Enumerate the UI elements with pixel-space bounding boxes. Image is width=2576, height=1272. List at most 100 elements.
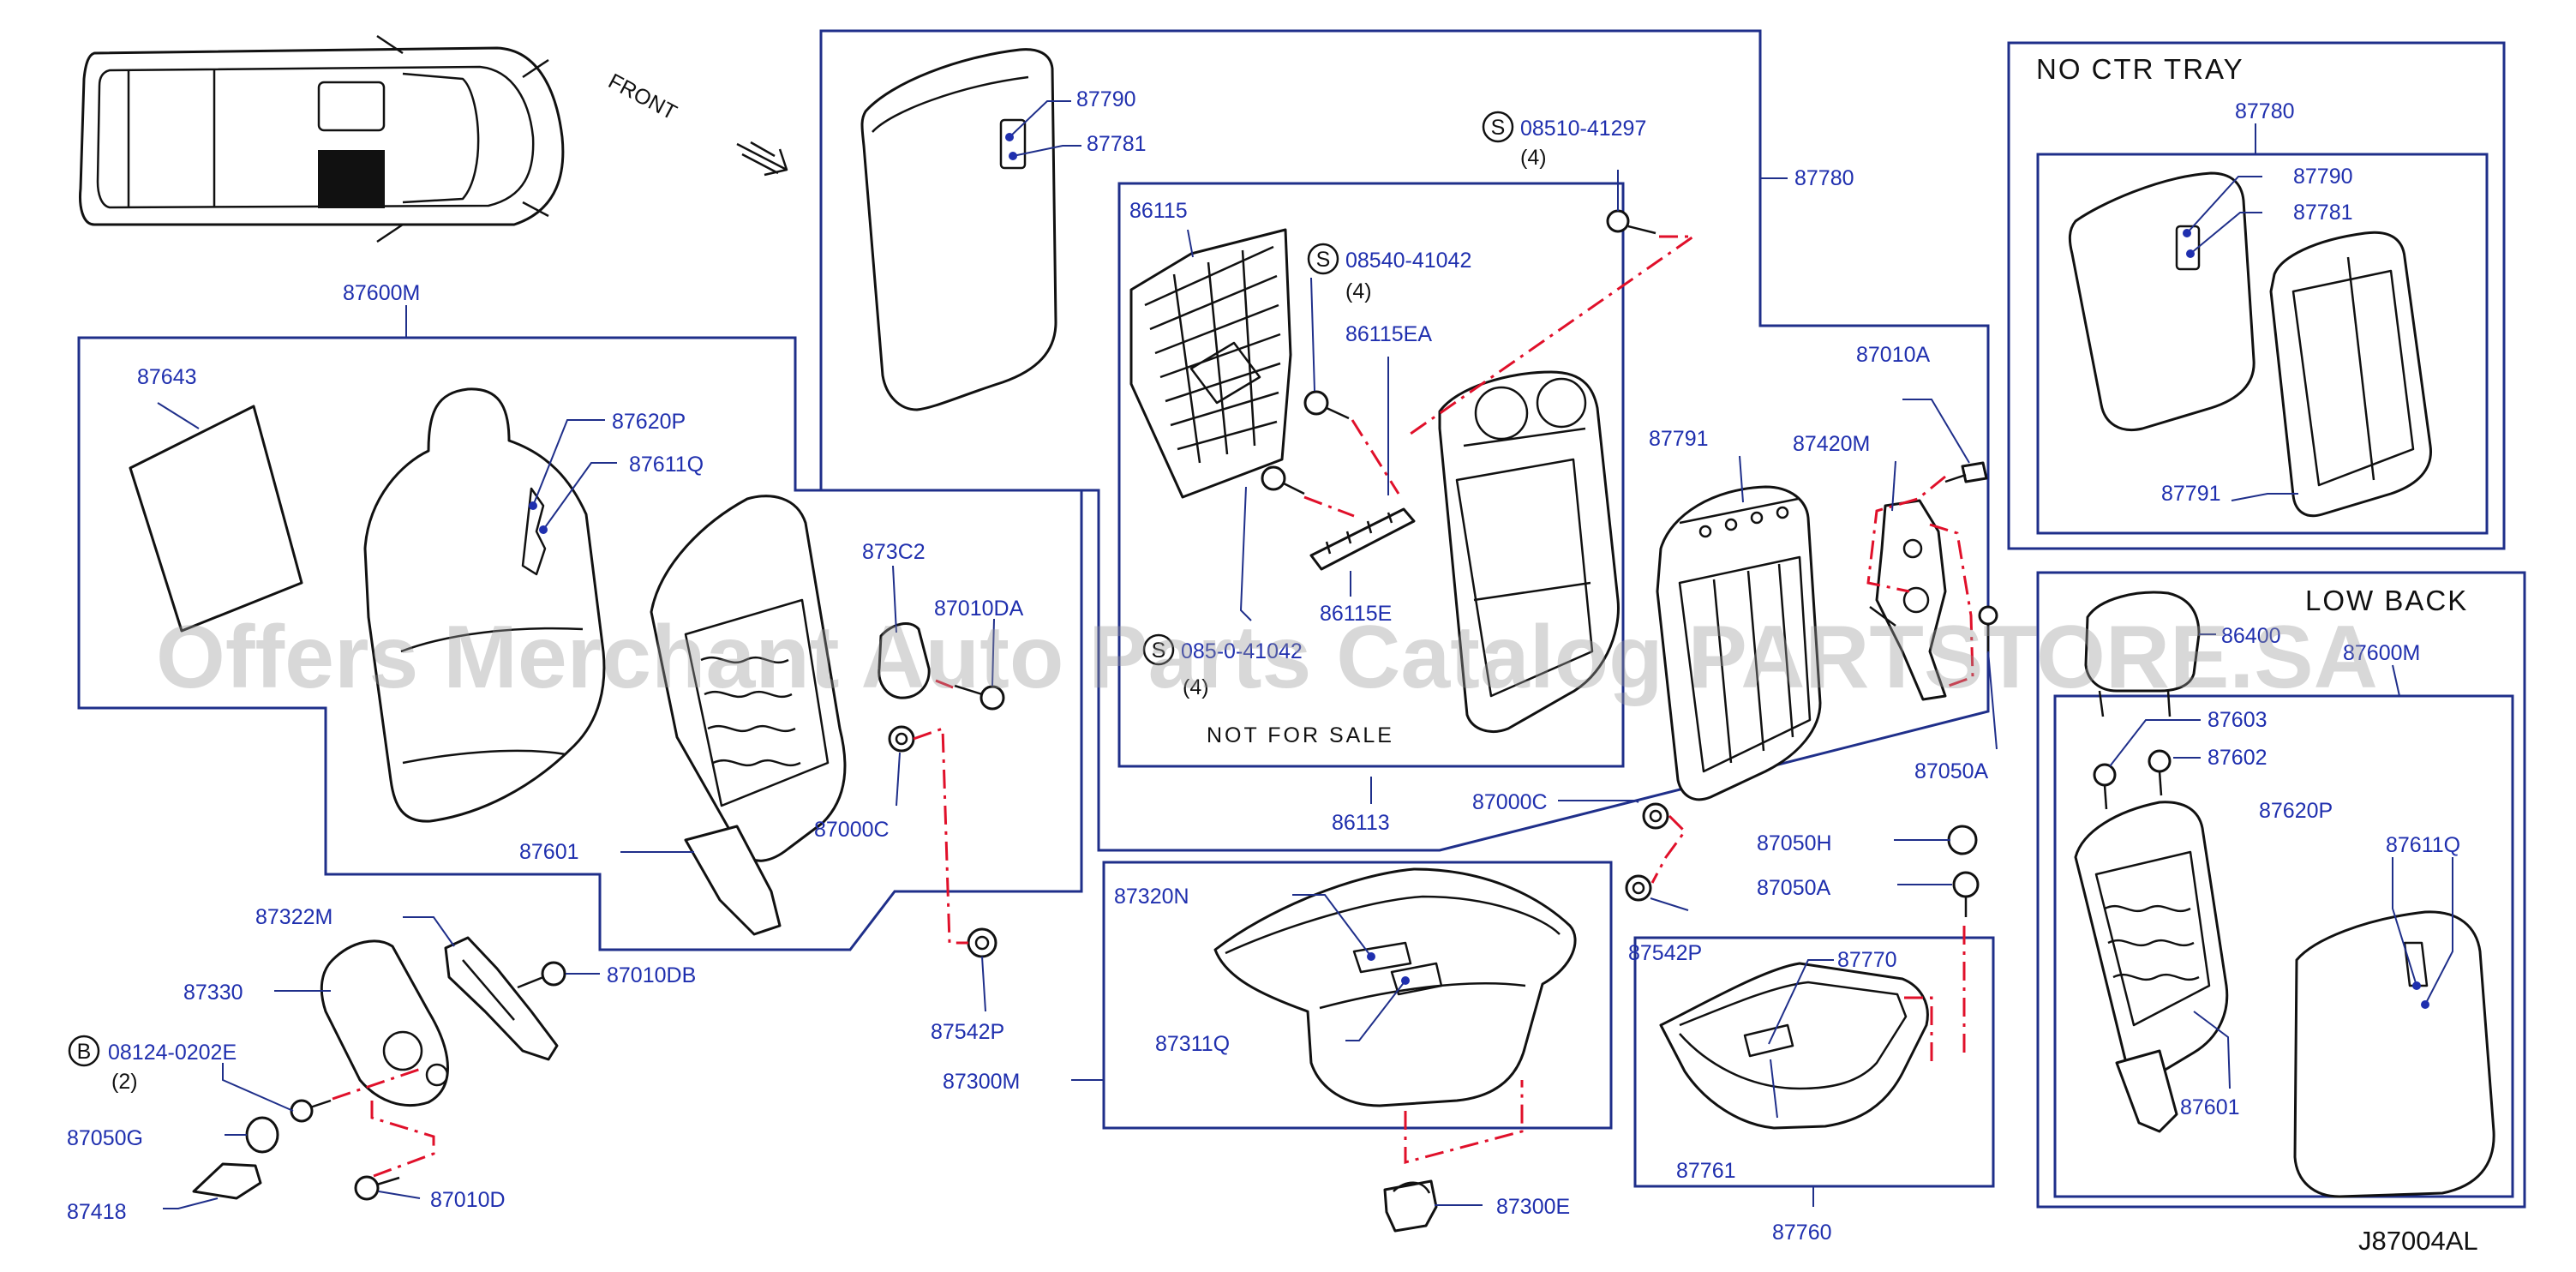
screw-08510-part (1606, 209, 1656, 235)
b-symbol-08124: B (68, 1035, 100, 1067)
cover-87418-part (192, 1162, 262, 1200)
box-87780b-outline (2036, 153, 2489, 535)
cover-87330-part (320, 939, 449, 1107)
red-line-87000c1 (913, 726, 968, 945)
label-08540-qty: (4) (1345, 279, 1372, 303)
red-line-87420m (1866, 475, 1974, 687)
label-87600m: 87600M (343, 281, 420, 305)
cap-87050g-part (245, 1116, 279, 1154)
seatback-pad-87790-part (860, 48, 1057, 411)
part-labels: 87790 87781 87780 08510-41297 (4) 86115 … (67, 87, 2460, 1245)
lever-87322m-part (444, 936, 559, 1061)
label-87780a: 87780 (1794, 166, 1854, 190)
box-87600m-outline (77, 336, 1083, 951)
label-87010d: 87010D (430, 1188, 506, 1212)
label-87420m: 87420M (1793, 432, 1870, 456)
box-86113-outline (1117, 182, 1625, 768)
screw-08540-part (1303, 390, 1350, 420)
label-86115e: 86115E (1320, 602, 1392, 626)
back-frame-87791-part (1656, 485, 1822, 801)
front-arrow-icon (736, 141, 788, 177)
box-no-ctr-tray-outline (2007, 41, 2506, 550)
hinge-87420m-part (1869, 499, 1947, 701)
guide-87603-part (2093, 763, 2117, 810)
bolt-87050a1-part (1978, 605, 1998, 653)
nut-87000c1-part (888, 725, 915, 753)
seatback-pad-87790b-part (2068, 171, 2255, 431)
bolt-87010d-part (354, 1175, 400, 1201)
bracket-87300e-part (1383, 1179, 1438, 1233)
label-87311q: 87311Q (1155, 1032, 1230, 1056)
label-87330: 87330 (183, 981, 243, 1005)
label-87620pb: 87620P (2259, 799, 2333, 823)
bolt-87010a-part (1944, 461, 1988, 483)
diagram-reference-code: J87004AL (2358, 1226, 2478, 1256)
seat-cushion-87300m-part (1213, 867, 1577, 1107)
label-873c2: 873C2 (862, 540, 926, 564)
label-86115: 86115 (1129, 199, 1188, 223)
label-87770: 87770 (1837, 948, 1897, 972)
label-08540: 08540-41042 (1345, 249, 1471, 273)
label-0854b-qty: (4) (1183, 675, 1209, 699)
bolt-87050h-part (1947, 825, 1980, 917)
label-87600m2: 87600M (2343, 641, 2420, 665)
label-87300m: 87300M (943, 1070, 1020, 1094)
frame-87601a-part (650, 495, 847, 936)
label-87790b: 87790 (2293, 165, 2353, 189)
washer-87542p2-part (1625, 874, 1652, 902)
guide-87602-part (2148, 749, 2172, 796)
red-line-08510 (1410, 235, 1698, 435)
label-08510: 08510-41297 (1520, 117, 1646, 141)
label-87010da: 87010DA (934, 597, 1024, 621)
s-symbol-08510: S (1482, 111, 1514, 143)
label-87050a2: 87050A (1757, 876, 1831, 900)
label-87643: 87643 (137, 365, 197, 389)
red-line-87760 (1904, 926, 1966, 1063)
label-87611qb: 87611Q (2386, 833, 2460, 857)
label-87601a: 87601 (519, 840, 579, 864)
not-for-sale-header: NOT FOR SALE (1207, 723, 1394, 747)
no-ctr-tray-header: NO CTR TRAY (2036, 53, 2244, 85)
label-87300e: 87300E (1496, 1195, 1570, 1219)
svg-text:S: S (1491, 116, 1506, 140)
svg-text:S: S (1152, 639, 1166, 663)
label-87000c2: 87000C (1472, 790, 1548, 814)
label-87790a: 87790 (1076, 87, 1136, 111)
label-87602: 87602 (2208, 746, 2267, 770)
label-08124-qty: (2) (111, 1070, 138, 1094)
label-87761: 87761 (1676, 1159, 1736, 1183)
label-87760: 87760 (1772, 1221, 1832, 1245)
label-87780b: 87780 (2235, 99, 2295, 123)
bolt-87010db-part (517, 961, 566, 989)
label-87050g: 87050G (67, 1126, 143, 1150)
label-86400: 86400 (2221, 624, 2281, 648)
nut-87000c2-part (1642, 802, 1669, 830)
seatback-pad-87600m-part (363, 387, 606, 823)
red-line-08124 (332, 1066, 435, 1178)
label-87418: 87418 (67, 1200, 127, 1224)
low-back-header: LOW BACK (2305, 585, 2468, 616)
front-label: FRONT (604, 69, 680, 125)
cushion-87760-part (1659, 962, 1929, 1130)
label-86113: 86113 (1332, 811, 1390, 835)
seatback-pad-low-part (2293, 910, 2495, 1198)
washer-87542p1-part (967, 927, 997, 958)
label-0854b: 085-0-41042 (1181, 639, 1303, 663)
red-line-87010da (935, 679, 954, 689)
label-08510-qty: (4) (1520, 146, 1547, 170)
svg-text:B: B (77, 1040, 92, 1064)
red-line-87300m (1404, 1080, 1524, 1164)
label-87050h: 87050H (1757, 831, 1832, 855)
strip-86115e-part (1309, 507, 1416, 571)
label-87791b: 87791 (2161, 482, 2221, 506)
s-symbol-0854b: S (1142, 633, 1175, 666)
insulator-87643-part (129, 405, 303, 633)
frame-87791b-part (2269, 231, 2432, 518)
svg-text:S: S (1316, 248, 1331, 272)
bolt-08124-part (290, 1099, 332, 1123)
label-87000c1: 87000C (814, 818, 890, 842)
label-87542p1: 87542P (931, 1020, 1004, 1044)
back-shell-86113-part (1438, 370, 1620, 733)
label-87320n: 87320N (1114, 885, 1189, 909)
